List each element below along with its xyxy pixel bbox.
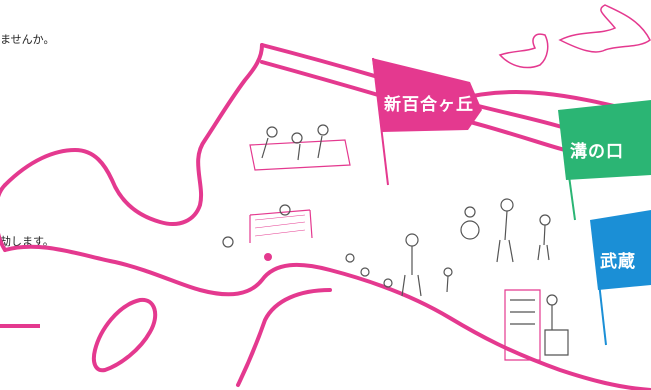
- route-outline-left-loop: [0, 183, 7, 252]
- flag-musashi: [590, 210, 651, 346]
- scene-sketches: [222, 124, 569, 361]
- kids-scene: [345, 233, 453, 297]
- section-accent-bar: [0, 324, 40, 328]
- birds-sketch: [498, 4, 651, 69]
- group-scene: [460, 198, 551, 263]
- flag-mizonokuchi: [558, 100, 651, 221]
- route-outline-main: [3, 43, 264, 226]
- bird-large: [558, 4, 651, 53]
- bird-small: [498, 33, 549, 69]
- flag-shin-yurigaoka: [372, 57, 482, 186]
- flag-label-mizonokuchi: 溝の口: [570, 142, 624, 162]
- soccer-scene: [222, 204, 313, 261]
- route-island: [91, 297, 158, 373]
- intro-text-line-2: 劫します。: [0, 235, 54, 248]
- shop-stall-scene: [504, 289, 569, 361]
- flag-label-musashi: 武蔵: [600, 252, 636, 272]
- picnic-scene: [249, 124, 351, 171]
- intro-text-line-1: ませんか。: [0, 33, 55, 46]
- route-line-right-down: [236, 288, 332, 387]
- flag-label-shin-yurigaoka: 新百合ヶ丘: [384, 95, 474, 115]
- route-outline-lower: [3, 244, 651, 390]
